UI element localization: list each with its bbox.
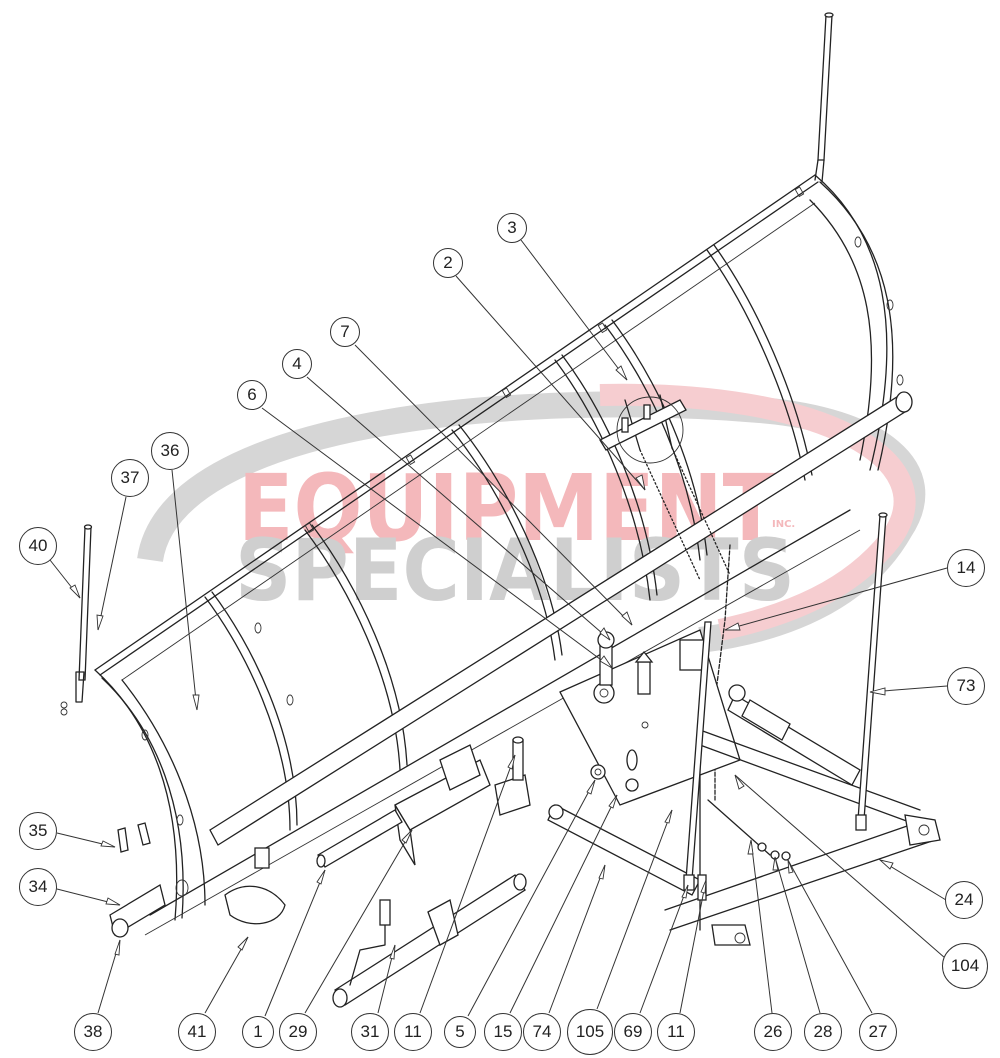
callout-15[interactable]: 15 xyxy=(484,1013,522,1051)
callout-38[interactable]: 38 xyxy=(74,1013,112,1051)
callout-31[interactable]: 31 xyxy=(351,1013,389,1051)
callout-73[interactable]: 73 xyxy=(947,667,985,705)
mount-frame xyxy=(559,629,741,806)
callout-41[interactable]: 41 xyxy=(178,1013,216,1051)
angle-cylinder-left xyxy=(547,804,701,896)
jack-stand xyxy=(332,873,527,1008)
latch-receiver xyxy=(394,744,491,866)
callout-29[interactable]: 29 xyxy=(279,1013,317,1051)
callout-105[interactable]: 105 xyxy=(567,1009,613,1055)
callout-34[interactable]: 34 xyxy=(19,868,57,906)
callout-6[interactable]: 6 xyxy=(237,380,267,410)
latch-bracket xyxy=(494,736,531,816)
callout-28[interactable]: 28 xyxy=(804,1013,842,1051)
callout-36[interactable]: 36 xyxy=(151,432,189,470)
watermark-line2: SPECIALISTS xyxy=(235,521,795,621)
callout-4[interactable]: 4 xyxy=(282,349,312,379)
watermark-swoosh-red xyxy=(599,383,916,641)
callout-37[interactable]: 37 xyxy=(111,459,149,497)
lift-rod xyxy=(855,512,888,831)
shoe-assembly xyxy=(109,822,286,938)
callout-11-b[interactable]: 11 xyxy=(657,1013,695,1051)
callout-14[interactable]: 14 xyxy=(947,549,985,587)
callout-69[interactable]: 69 xyxy=(614,1013,652,1051)
leader-lines xyxy=(49,239,948,1017)
callout-74[interactable]: 74 xyxy=(523,1013,561,1051)
callout-5[interactable]: 5 xyxy=(444,1016,476,1048)
marker-rod-left xyxy=(60,524,93,716)
callout-27[interactable]: 27 xyxy=(859,1013,897,1051)
springs xyxy=(599,394,731,581)
callout-2[interactable]: 2 xyxy=(433,248,463,278)
callout-40[interactable]: 40 xyxy=(19,527,57,565)
arrowheads xyxy=(69,365,894,960)
callout-11-a[interactable]: 11 xyxy=(394,1013,432,1051)
callout-3[interactable]: 3 xyxy=(497,213,527,243)
angle-cylinder-right xyxy=(727,684,861,786)
callout-24[interactable]: 24 xyxy=(945,881,983,919)
callout-35[interactable]: 35 xyxy=(19,812,57,850)
marker-rod-right xyxy=(814,12,834,183)
watermark-suffix: INC. xyxy=(772,519,795,530)
center-rod xyxy=(683,621,712,901)
moldboard xyxy=(94,174,913,936)
pin xyxy=(316,809,403,868)
callout-26[interactable]: 26 xyxy=(754,1013,792,1051)
watermark: EQUIPMENT INC. SPECIALISTS xyxy=(137,383,926,653)
callout-7[interactable]: 7 xyxy=(330,317,360,347)
callout-104[interactable]: 104 xyxy=(942,943,988,989)
callout-1[interactable]: 1 xyxy=(242,1016,274,1048)
